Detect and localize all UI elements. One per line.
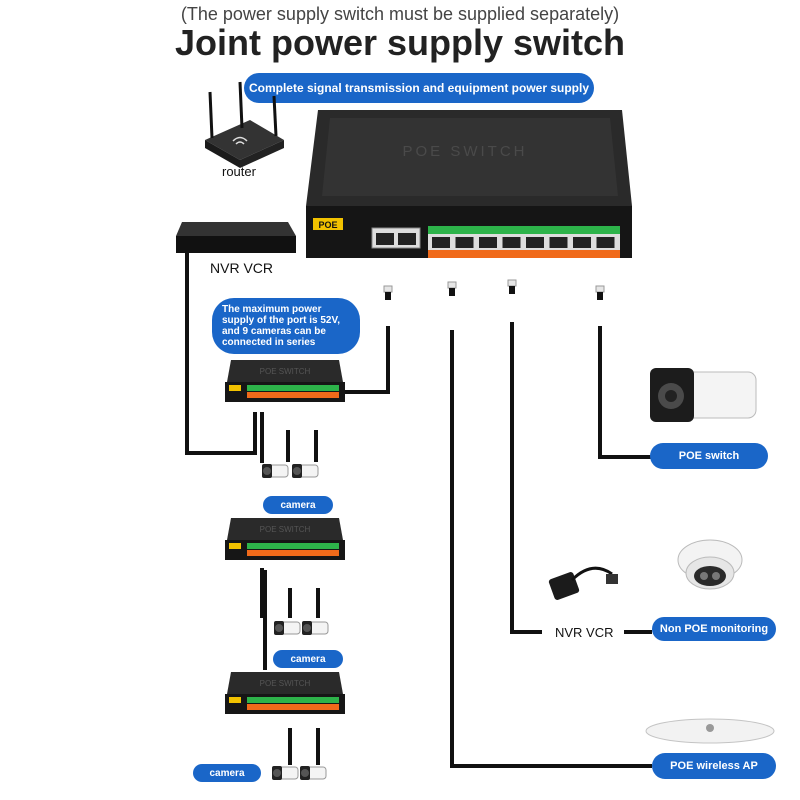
nvr-top-label: NVR VCR <box>210 260 274 276</box>
rj45-port <box>573 237 591 248</box>
dome-camera-icon <box>677 539 743 590</box>
bullet-camera-icon <box>650 368 757 422</box>
rj45-port <box>549 237 568 248</box>
signal-banner: Complete signal transmission and equipme… <box>244 73 594 103</box>
rj45-port <box>526 237 544 248</box>
wireless-ap-pill: POE wireless AP <box>652 753 776 779</box>
nvr-box-icon <box>176 222 296 253</box>
small-switch-3-text: POE SWITCH <box>260 679 311 688</box>
non-poe-pill: Non POE monitoring <box>652 617 776 641</box>
router-icon <box>205 81 284 168</box>
cable-plugs <box>383 279 605 301</box>
wireless-ap-icon <box>645 718 775 744</box>
main-poe-switch: POE SWITCH POE <box>306 110 632 258</box>
rj45-port <box>455 237 474 248</box>
router-label: router <box>222 164 256 179</box>
camera-pill-3: camera <box>193 764 261 782</box>
subtitle: (The power supply switch must be supplie… <box>180 4 620 24</box>
rj45-port <box>479 237 497 248</box>
poe-splitter-icon <box>548 566 618 600</box>
camera-pill-1: camera <box>263 496 333 514</box>
page-title: Joint power supply switch <box>174 22 626 63</box>
cables <box>185 253 652 768</box>
camera-pill-2: camera <box>273 650 343 668</box>
small-switch-1-text: POE SWITCH <box>260 367 311 376</box>
nvr-right-label: NVR VCR <box>555 625 614 640</box>
rj45-port <box>502 237 521 248</box>
main-switch-case-text: POE SWITCH <box>402 143 527 160</box>
poe-switch-pill: POE switch <box>650 443 768 469</box>
main-switch-ports <box>432 237 615 248</box>
power-callout: The maximum power supply of the port is … <box>212 298 360 354</box>
small-switch-2-text: POE SWITCH <box>260 525 311 534</box>
poe-badge <box>313 218 343 230</box>
svg-text:POE: POE <box>318 220 337 230</box>
rj45-port <box>596 237 615 248</box>
rj45-port <box>432 237 450 248</box>
